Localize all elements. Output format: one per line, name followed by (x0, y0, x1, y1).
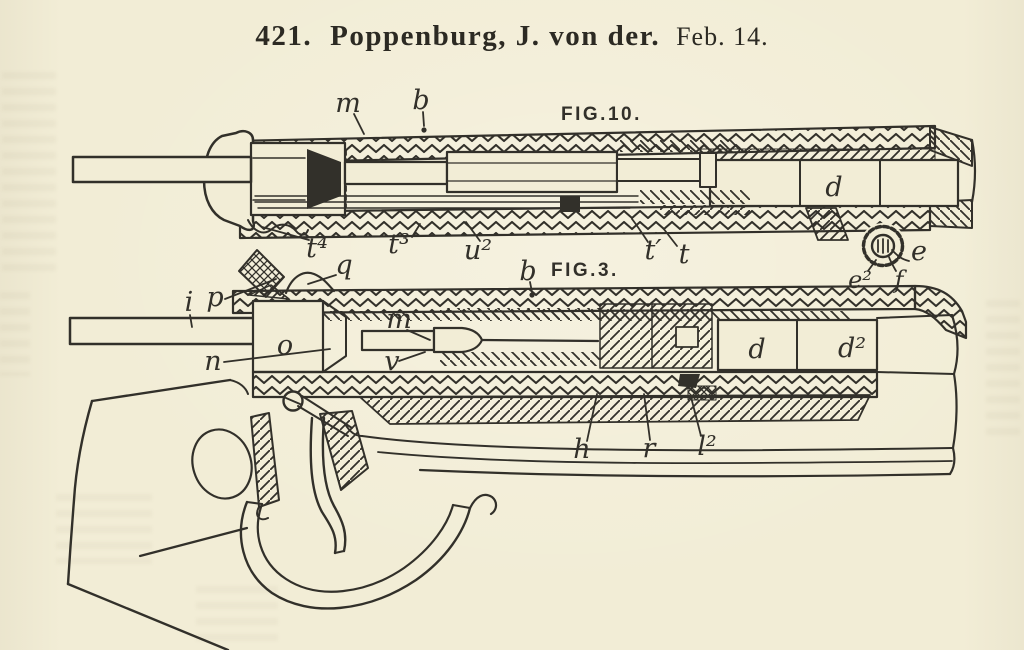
fig3-bottom-wall-inner (359, 394, 871, 425)
fig10-cleaning-rod (71, 155, 253, 184)
fig3-stockend-top (876, 314, 953, 319)
fig10-label-e: e (911, 236, 927, 267)
fig10-inner-hatch (640, 190, 750, 204)
fig10-knurled-knob (860, 223, 906, 269)
trigger-guard-outer (239, 500, 472, 610)
fig3-leader-lines (189, 274, 702, 442)
guard-rear-hook (468, 493, 498, 516)
fig10-rod-inner (343, 160, 449, 186)
fig10-end-cap-edge (970, 138, 977, 204)
lock-plate-lobe (191, 428, 253, 500)
fig3-inner-hatch (440, 352, 600, 366)
fig10-caption: FIG.10. (561, 104, 642, 125)
fig3-label-o: o (277, 330, 293, 361)
fig10-sear-block (560, 196, 580, 212)
guard-front-post (250, 412, 280, 508)
fig3-firing-pin (480, 338, 600, 343)
fig3-breech-box (251, 299, 325, 374)
fig10-label-m: m (335, 88, 361, 119)
fig3-stock-outline (66, 378, 249, 650)
patent-date: Feb. 14. (676, 22, 769, 51)
fig3-label-d2: d² (838, 333, 866, 364)
fig10-label-t1: t′ (645, 235, 662, 266)
fig3-stockend-edge (948, 313, 959, 476)
fig3-label-i: i (185, 287, 194, 318)
fig3-lock-window (675, 326, 699, 348)
trigger-guard-inner (256, 502, 455, 593)
trigger-blade (309, 416, 337, 555)
trigger-blade (321, 416, 347, 553)
fig3-label-r: r (643, 433, 658, 464)
fig3-forearm-lines (344, 423, 953, 478)
fig3-label-v: v (384, 346, 399, 377)
fig10-end-cap-top (929, 126, 973, 167)
fig10-label-t4: t⁴ (306, 233, 328, 264)
fig3-stockend-bottom (876, 371, 955, 375)
fig3-bottom-wall (251, 370, 879, 399)
fig3-inner-hatch (440, 308, 600, 320)
fig3-label-d: d (748, 334, 765, 365)
fig10-label-t3: t³ (388, 229, 410, 260)
fig3-front-sight-wedge (238, 249, 285, 298)
fig10-label-d: d (825, 172, 842, 203)
fig10-inner-hatch (620, 140, 740, 152)
fig3-caption: FIG.3. (551, 260, 619, 281)
fig10-rear-strip (708, 158, 960, 208)
fig3-label-h: h (573, 434, 590, 465)
fig10-knob-mount (805, 207, 849, 241)
fig10-striker-step (699, 152, 717, 188)
fig10-label-u2: u² (464, 235, 492, 266)
fig3-hump (284, 271, 336, 295)
fig3-cleaning-rod (68, 316, 257, 346)
fig10-chamber-funnel (307, 149, 341, 209)
fig10-leader-lines (261, 111, 910, 272)
fig3-drawing (66, 249, 968, 650)
fig3-top-wall-shoulder (913, 284, 968, 340)
page-heading: 421. Poppenburg, J. von der. Feb. 14. (0, 20, 1024, 53)
fig3-cartridge (432, 326, 484, 354)
fig3-label-m: m (386, 304, 412, 335)
entry-number: 421. (255, 20, 313, 52)
patentee-name: Poppenburg, J. von der. (330, 20, 661, 52)
fig3-latch-hatch (687, 385, 717, 401)
fig3-label-q: q (335, 250, 352, 281)
sear-wedge (319, 410, 369, 491)
fig3-bolt-head (322, 300, 347, 373)
fig10-drawing (71, 111, 977, 272)
fig3-trigger-group (191, 390, 498, 610)
fig3-label-l2: l² (697, 431, 716, 462)
fig3-label-p: p (206, 282, 223, 313)
fig10-extractor-wave (247, 219, 309, 236)
fig3-label-n: n (204, 346, 221, 377)
fig3-front-sight-base (248, 284, 290, 300)
fig10-bolt-body (445, 150, 619, 194)
fig10-inner-hatch (660, 205, 750, 215)
fig3-latch-dark (678, 374, 700, 388)
fig3-label-b: b (519, 256, 536, 287)
fig10-striker-rod (616, 158, 706, 182)
fig10-label-b: b (412, 85, 429, 116)
fig10-label-t: t (679, 239, 690, 270)
